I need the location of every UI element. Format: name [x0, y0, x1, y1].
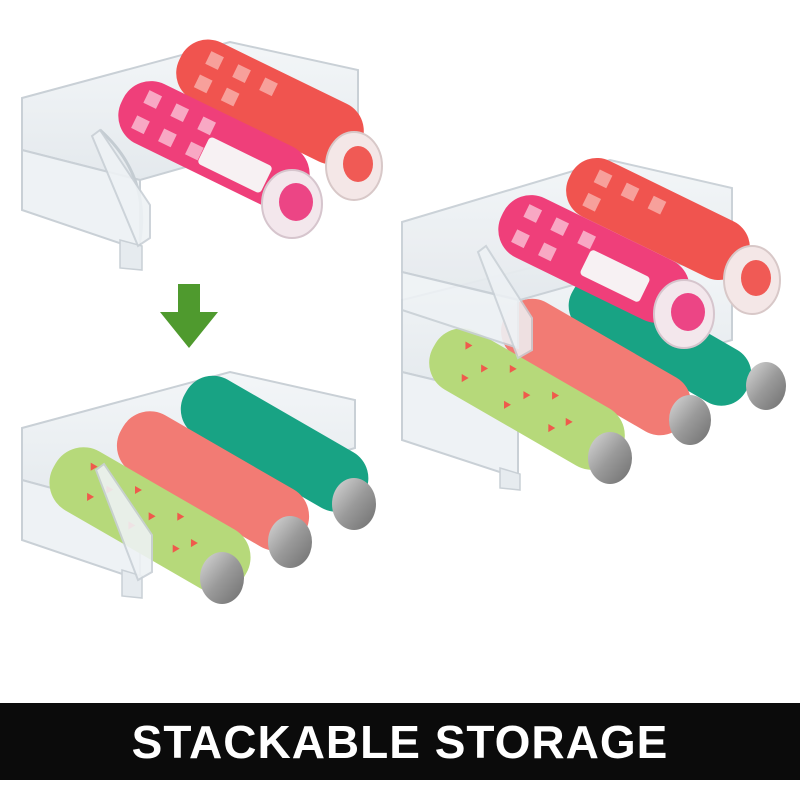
glass-bottle-pink	[118, 81, 323, 239]
glass-bottle-pink-right	[498, 195, 715, 349]
arrow-down-icon	[160, 284, 218, 348]
caption-text: STACKABLE STORAGE	[131, 715, 669, 768]
glass-bottle-red	[176, 39, 383, 201]
metal-bottle-salmon-right	[501, 298, 711, 445]
rack-stack-right	[401, 157, 786, 491]
caption-banner: STACKABLE STORAGE	[0, 703, 800, 780]
rack-top-left	[21, 39, 383, 271]
rack-bottom-left	[21, 370, 376, 604]
metal-bottle-teal	[180, 375, 376, 530]
metal-bottle-lime-right	[429, 328, 632, 484]
product-scene	[21, 39, 786, 604]
glass-bottle-red-right	[566, 157, 781, 315]
metal-bottle-salmon	[116, 411, 312, 568]
metal-bottle-teal-right	[568, 274, 786, 410]
